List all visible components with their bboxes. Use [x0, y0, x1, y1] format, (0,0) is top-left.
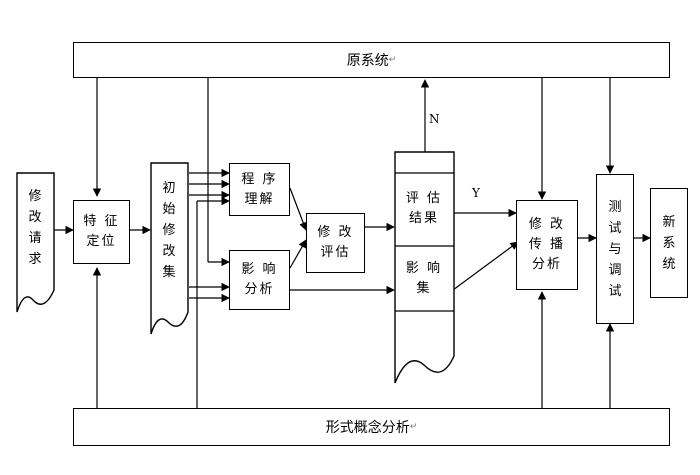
impact-analysis-line2: 分析 — [244, 282, 275, 297]
initial-set-char: 修 — [162, 223, 176, 238]
test-char: 测 — [608, 199, 622, 215]
change-evaluation-line2: 评估 — [320, 245, 351, 260]
change-propagation-box: 修 改 传 播 分析 — [516, 200, 578, 290]
evaluation-result: 评 估 结果 — [394, 176, 454, 242]
test-and-debug-box: 测 试 与 调 试 — [596, 174, 634, 324]
initial-change-set-shape — [150, 162, 189, 335]
request-char: 求 — [28, 252, 42, 267]
modification-request: 修 改 请 求 — [16, 178, 54, 278]
original-system-bar: 原系统↵ — [73, 42, 670, 78]
request-char: 修 — [28, 189, 42, 204]
formal-concept-analysis-bar: 形式概念分析↵ — [73, 408, 670, 446]
test-char: 试 — [608, 283, 622, 299]
feature-location-line1: 特 征 — [83, 214, 120, 229]
impact-set-line1: 影 响 — [405, 261, 443, 276]
propagation-line2: 传 播 — [528, 237, 566, 252]
request-char: 请 — [28, 231, 42, 246]
return-mark: ↵ — [409, 422, 418, 432]
feature-location-line2: 定位 — [86, 234, 117, 249]
test-char: 调 — [608, 262, 622, 278]
request-char: 改 — [28, 210, 42, 225]
impact-analysis-line1: 影 响 — [241, 262, 278, 277]
program-understanding-line1: 程 序 — [241, 171, 278, 187]
change-evaluation-line1: 修 改 — [317, 225, 354, 240]
initial-change-set: 初 始 修 改 集 — [150, 168, 188, 293]
modification-request-shape — [16, 172, 55, 313]
label-n-text: N — [429, 112, 440, 126]
propagation-line3: 分析 — [531, 257, 562, 272]
test-char: 与 — [608, 241, 622, 257]
initial-set-char: 集 — [162, 265, 176, 280]
new-system-char: 统 — [662, 256, 676, 272]
impact-set: 影 响 集 — [394, 250, 454, 308]
feature-location-box: 特 征 定位 — [73, 200, 130, 264]
original-system-label: 原系统 — [346, 53, 389, 69]
new-system-char: 新 — [662, 214, 676, 230]
change-evaluation-box: 修 改 评估 — [306, 213, 365, 273]
formal-concept-analysis-label: 形式概念分析 — [325, 420, 410, 436]
program-understanding-box: 程 序 理解 — [229, 163, 290, 216]
new-system-box: 新 系 统 — [650, 188, 688, 298]
impact-set-line2: 集 — [416, 281, 432, 296]
impact-analysis-box: 影 响 分析 — [229, 250, 290, 310]
initial-set-char: 改 — [162, 244, 176, 259]
label-y-text: Y — [472, 186, 480, 200]
return-mark: ↵ — [388, 55, 397, 65]
evaluation-result-and-impact-set-shape — [394, 151, 455, 384]
evaluation-result-line1: 评 估 — [405, 191, 443, 206]
initial-set-char: 初 — [162, 181, 176, 196]
label-y: Y — [472, 186, 480, 200]
new-system-char: 系 — [662, 235, 676, 251]
program-understanding-line2: 理解 — [244, 191, 275, 207]
label-n: N — [429, 112, 440, 126]
evaluation-result-line2: 结果 — [408, 211, 439, 226]
initial-set-char: 始 — [162, 202, 176, 217]
test-char: 试 — [608, 220, 622, 236]
propagation-line1: 修 改 — [528, 217, 566, 232]
